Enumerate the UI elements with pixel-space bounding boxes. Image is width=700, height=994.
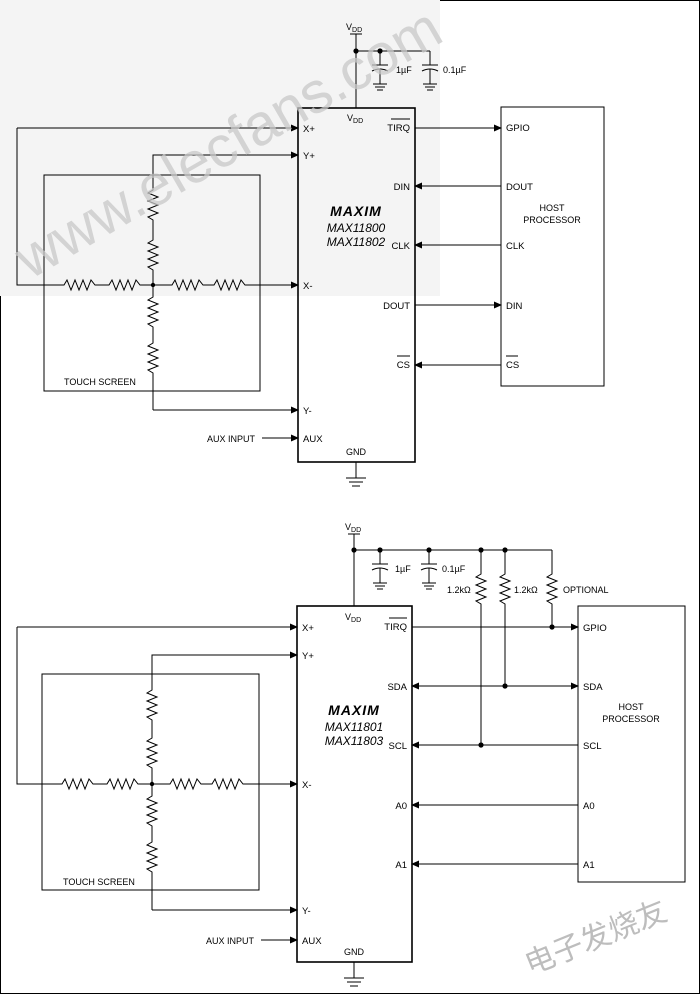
- pin-label: X+: [303, 124, 315, 135]
- pin-label: CLK: [392, 241, 411, 252]
- pin-label: TIRQ: [384, 622, 407, 633]
- gnd-label: GND: [344, 947, 365, 957]
- top-texts: VDD 1µF 0.1µF VDD MAXIM MAX11800 MAX1180…: [64, 22, 581, 457]
- resistor-label: 1.2kΩ: [447, 585, 471, 595]
- cap2-label: 0.1µF: [442, 564, 466, 574]
- host-pin-label: DOUT: [506, 182, 533, 193]
- pin-label: DIN: [394, 182, 411, 193]
- host-pin-label: GPIO: [506, 123, 530, 134]
- aux-input-label: AUX INPUT: [207, 434, 256, 444]
- maxim-logo: MAXIM: [330, 203, 382, 219]
- cap1-label: 1µF: [395, 564, 411, 574]
- host-pin-label: CS: [506, 360, 519, 371]
- pin-label: A0: [395, 801, 407, 812]
- top-circuit: [16, 33, 605, 487]
- pin-label: A1: [395, 860, 407, 871]
- pin-label: AUX: [303, 434, 323, 445]
- host-title: HOST: [618, 702, 644, 712]
- maxim-logo: MAXIM: [328, 702, 380, 718]
- chip-vdd-label: VDD: [347, 113, 363, 125]
- cap1-label: 1µF: [396, 65, 412, 75]
- pin-label: X-: [303, 281, 313, 292]
- chip-name: MAX11800: [327, 221, 386, 235]
- bottom-circuit: [16, 533, 686, 987]
- host-pin-label: A0: [583, 801, 595, 812]
- host-pin-label: CLK: [506, 241, 525, 252]
- host-pin-label: GPIO: [583, 623, 607, 634]
- vdd-label: VDD: [345, 522, 361, 534]
- bottom-junctions: [149, 547, 555, 787]
- pin-label: X+: [302, 623, 314, 634]
- chip-vdd-label: VDD: [345, 612, 361, 624]
- pin-label: SCL: [389, 741, 407, 752]
- chip-name: MAX11802: [327, 235, 386, 249]
- resistor-label: 1.2kΩ: [514, 585, 538, 595]
- pin-label: AUX: [302, 936, 322, 947]
- watermark-backdrop: [0, 0, 440, 296]
- aux-input-label: AUX INPUT: [206, 936, 255, 946]
- pin-label: Y-: [303, 406, 312, 417]
- cap2-label: 0.1µF: [443, 65, 467, 75]
- pin-label: DOUT: [383, 301, 410, 312]
- pin-label: TIRQ: [387, 123, 410, 134]
- watermark-cn: 电子发烧友: [520, 894, 672, 983]
- optional-label: OPTIONAL: [563, 585, 609, 595]
- host-pin-label: SCL: [583, 741, 601, 752]
- pin-label: Y+: [303, 151, 315, 162]
- gnd-label: GND: [346, 447, 367, 457]
- host-pin-label: DIN: [506, 301, 523, 312]
- touch-screen-label: TOUCH SCREEN: [63, 877, 135, 887]
- bottom-texts: VDD 1µF 0.1µF 1.2kΩ 1.2kΩ OPTIONAL VDD M…: [63, 522, 660, 957]
- host-pin-label: SDA: [583, 682, 603, 693]
- chip-name: MAX11801: [325, 720, 383, 734]
- pin-label: SDA: [387, 682, 407, 693]
- host-pin-label: A1: [583, 860, 595, 871]
- pin-label: CS: [397, 360, 410, 371]
- pin-label: Y+: [302, 651, 314, 662]
- top-junctions: [150, 48, 383, 288]
- host-title: PROCESSOR: [523, 215, 581, 225]
- touch-screen-label: TOUCH SCREEN: [64, 377, 136, 387]
- pin-label: Y-: [302, 906, 311, 917]
- pin-label: X-: [302, 780, 312, 791]
- chip-name: MAX11803: [325, 734, 384, 748]
- host-title: HOST: [539, 203, 565, 213]
- vdd-label: VDD: [346, 22, 362, 34]
- host-title: PROCESSOR: [602, 714, 660, 724]
